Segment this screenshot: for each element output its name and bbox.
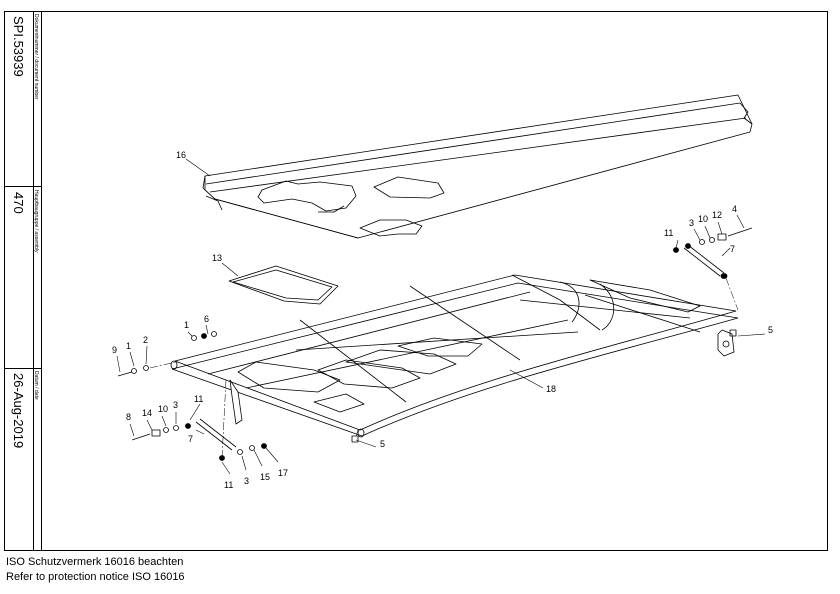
callout-5-lower: 5 <box>380 439 385 449</box>
callout-18: 18 <box>546 384 556 394</box>
hardware-upper-right <box>673 227 753 253</box>
top-cover-panel <box>202 94 753 239</box>
hardware-left <box>117 329 737 461</box>
callout-4: 4 <box>732 204 737 214</box>
callout-17: 17 <box>278 468 288 478</box>
callout-16: 16 <box>176 150 186 160</box>
callout-3: 3 <box>689 218 694 228</box>
callout-leaders <box>116 158 766 475</box>
callout-7-lower: 7 <box>188 434 193 444</box>
callout-13: 13 <box>212 253 222 263</box>
title-block-divider <box>33 11 34 551</box>
callout-8: 8 <box>126 412 131 422</box>
title-block-rule <box>4 368 42 369</box>
drawing-frame <box>4 11 828 551</box>
callout-11-bottom: 11 <box>224 480 233 490</box>
callout-5: 5 <box>768 325 773 335</box>
callout-9: 9 <box>112 345 117 355</box>
callout-11-lower: 11 <box>194 394 203 404</box>
protection-notice-de: ISO Schutzvermerk 16016 beachten <box>6 556 184 568</box>
title-block <box>4 11 42 551</box>
callout-15: 15 <box>260 472 270 482</box>
callout-11: 11 <box>664 228 673 238</box>
strut-upper <box>683 244 728 279</box>
callout-3-bottom: 3 <box>244 476 249 486</box>
callout-labels: 16 13 11 3 10 12 4 7 5 18 5 9 1 2 1 6 8 … <box>112 150 773 490</box>
callout-7: 7 <box>730 244 735 254</box>
callout-12: 12 <box>712 210 722 220</box>
callout-10-lower: 10 <box>158 404 168 414</box>
assembly-centerlines <box>149 277 739 459</box>
callout-1: 1 <box>126 341 131 351</box>
callout-14: 14 <box>142 408 152 418</box>
title-block-rule <box>4 186 42 187</box>
callout-10: 10 <box>698 214 708 224</box>
callout-1-upper: 1 <box>184 320 189 330</box>
strut-lower <box>195 418 237 451</box>
callout-2: 2 <box>143 335 148 345</box>
callout-3-lower: 3 <box>173 400 178 410</box>
protection-notice-en: Refer to protection notice ISO 16016 <box>6 571 185 583</box>
main-frame <box>170 274 739 438</box>
callout-6: 6 <box>204 314 209 324</box>
floor-panel <box>228 265 339 305</box>
